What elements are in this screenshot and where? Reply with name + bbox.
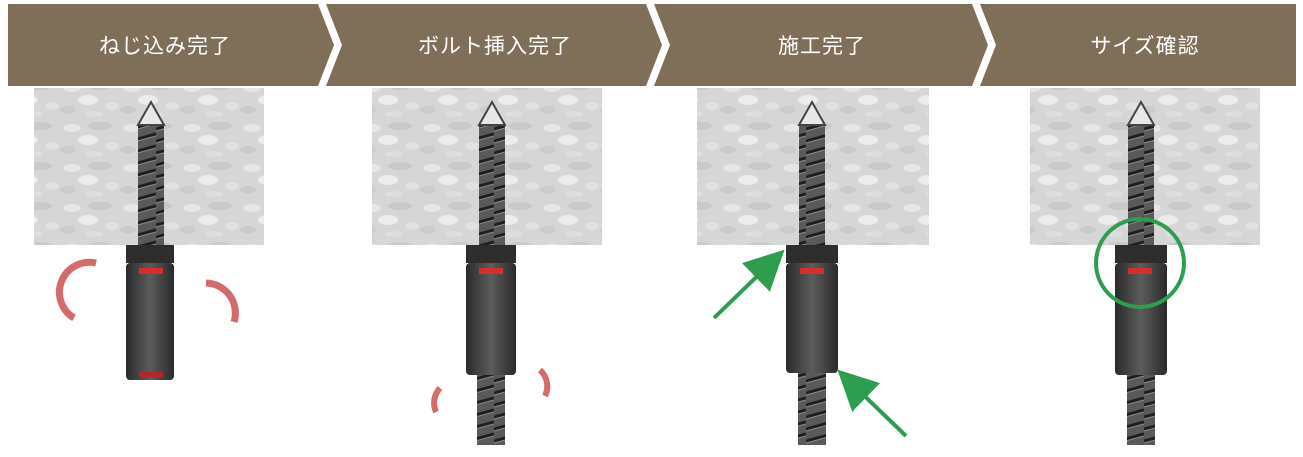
step-banner bbox=[8, 4, 1296, 86]
rotation-arrow-left bbox=[55, 258, 97, 321]
step-3-label: 施工完了 bbox=[778, 34, 866, 58]
screw-tip bbox=[797, 99, 827, 126]
inspection-circle bbox=[1094, 217, 1186, 309]
screw-shaft bbox=[799, 125, 825, 245]
step-1-chevron bbox=[8, 4, 334, 86]
screw-shaft bbox=[479, 125, 505, 245]
anchor-collar bbox=[466, 245, 516, 263]
red-mark bbox=[139, 268, 163, 274]
step-2-chevron bbox=[326, 4, 662, 86]
red-mark bbox=[479, 268, 503, 274]
step-4-label: サイズ確認 bbox=[1090, 34, 1200, 58]
rotation-arrow-right bbox=[205, 279, 239, 324]
step-4-chevron bbox=[980, 4, 1296, 86]
indicator-arrow-top bbox=[712, 249, 785, 320]
step-2-label: ボルト挿入完了 bbox=[418, 34, 572, 58]
screw-tip bbox=[477, 99, 507, 126]
rotation-arrow-left bbox=[431, 385, 443, 414]
bolt bbox=[798, 373, 826, 445]
rotation-arrow-right bbox=[537, 367, 551, 398]
step-4-illustration bbox=[1030, 88, 1260, 445]
anchor-collar bbox=[126, 245, 174, 263]
step-3-illustration bbox=[697, 88, 929, 445]
step-1-label: ねじ込み完了 bbox=[99, 34, 231, 58]
anchor-collar bbox=[786, 245, 838, 263]
screw-tip bbox=[1126, 99, 1156, 126]
step-1-illustration bbox=[34, 88, 264, 380]
anchor-body bbox=[786, 263, 838, 373]
red-mark bbox=[800, 268, 824, 274]
screw-shaft bbox=[1128, 125, 1154, 245]
screw-tip bbox=[136, 99, 166, 126]
red-mark-bottom bbox=[139, 372, 163, 377]
anchor-body bbox=[466, 263, 516, 375]
indicator-arrow-bottom bbox=[837, 369, 908, 438]
screw-shaft bbox=[138, 125, 164, 245]
bolt bbox=[477, 375, 505, 445]
red-mark bbox=[1128, 268, 1152, 274]
step-3-chevron bbox=[654, 4, 988, 86]
step-2-illustration bbox=[372, 88, 602, 445]
anchor-body bbox=[1115, 263, 1167, 375]
anchor-body bbox=[126, 263, 174, 380]
bolt bbox=[1127, 375, 1155, 445]
anchor-collar bbox=[1115, 245, 1167, 263]
